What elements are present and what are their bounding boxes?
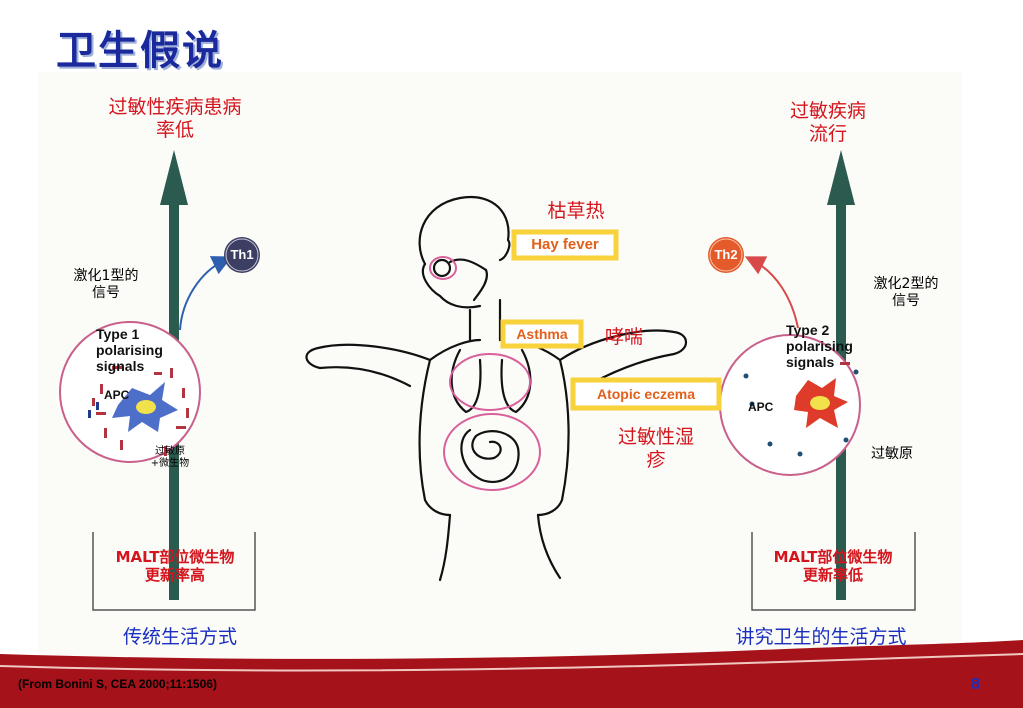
hay-fever-label: Hay fever xyxy=(531,236,599,253)
citation: (From Bonini S, CEA 2000;11:1506) xyxy=(18,677,217,691)
gut-highlight xyxy=(443,413,541,491)
right-lifestyle-label: 讲究卫生的生活方式 xyxy=(735,626,907,648)
right-signal-arrow xyxy=(744,256,799,329)
atopic-eczema-label: Atopic eczema xyxy=(596,386,696,402)
left-stimulus-label: 过敏原+微生物 xyxy=(150,446,190,469)
left-signal-label: 激化1型的信号 xyxy=(73,268,139,301)
left-bracket xyxy=(92,532,256,611)
asthma-tag xyxy=(500,319,584,349)
hay-fever-cn: 枯草热 xyxy=(547,200,605,222)
th1-cell xyxy=(224,237,260,273)
atopic-eczema-tag xyxy=(570,377,722,411)
asthma-cn: 哮喘 xyxy=(604,326,643,348)
eczema-cn: 过敏性湿疹 xyxy=(618,426,695,471)
right-outcome: 过敏疾病流行 xyxy=(790,100,867,145)
th2-cell xyxy=(708,237,744,273)
type2-polarising-text: Type 2 polarising signals xyxy=(786,322,853,370)
page-number: 8 xyxy=(971,676,980,693)
type2-line-2: polarising xyxy=(786,338,853,355)
right-stimulus-label: 过敏原 xyxy=(871,446,913,462)
type1-circle xyxy=(59,321,201,463)
type2-line-3: signals xyxy=(786,354,835,371)
right-apc-label: APC xyxy=(748,400,774,414)
left-apc-label: APC xyxy=(104,388,130,402)
left-signal-arrow xyxy=(179,256,233,331)
right-signal-label: 激化2型的信号 xyxy=(873,276,939,309)
type1-line-3: signals xyxy=(96,358,145,375)
hay-fever-tag xyxy=(511,229,619,261)
type1-polarising-text: Type 1 polarising signals xyxy=(96,326,163,374)
right-bracket xyxy=(751,532,916,611)
th1-label: Th1 xyxy=(230,247,254,262)
th2-label: Th2 xyxy=(714,247,738,262)
bottom-decoration xyxy=(0,640,1023,708)
left-outcome: 过敏性疾病患病率低 xyxy=(108,96,242,141)
human-figure xyxy=(305,195,688,582)
type1-line-2: polarising xyxy=(96,342,163,359)
asthma-label: Asthma xyxy=(516,326,568,342)
left-lifestyle-label: 传统生活方式 xyxy=(122,626,237,648)
lung-highlight xyxy=(449,353,531,411)
type1-line-1: Type 1 xyxy=(96,326,140,342)
right-malt-label: MALT部位微生物更新率低 xyxy=(773,548,893,584)
nose-highlight xyxy=(429,256,457,280)
type2-circle xyxy=(719,334,861,476)
type2-line-1: Type 2 xyxy=(786,322,830,338)
slide-title: 卫生假说 xyxy=(56,28,224,74)
left-malt-label: MALT部位微生物更新率高 xyxy=(115,548,235,584)
